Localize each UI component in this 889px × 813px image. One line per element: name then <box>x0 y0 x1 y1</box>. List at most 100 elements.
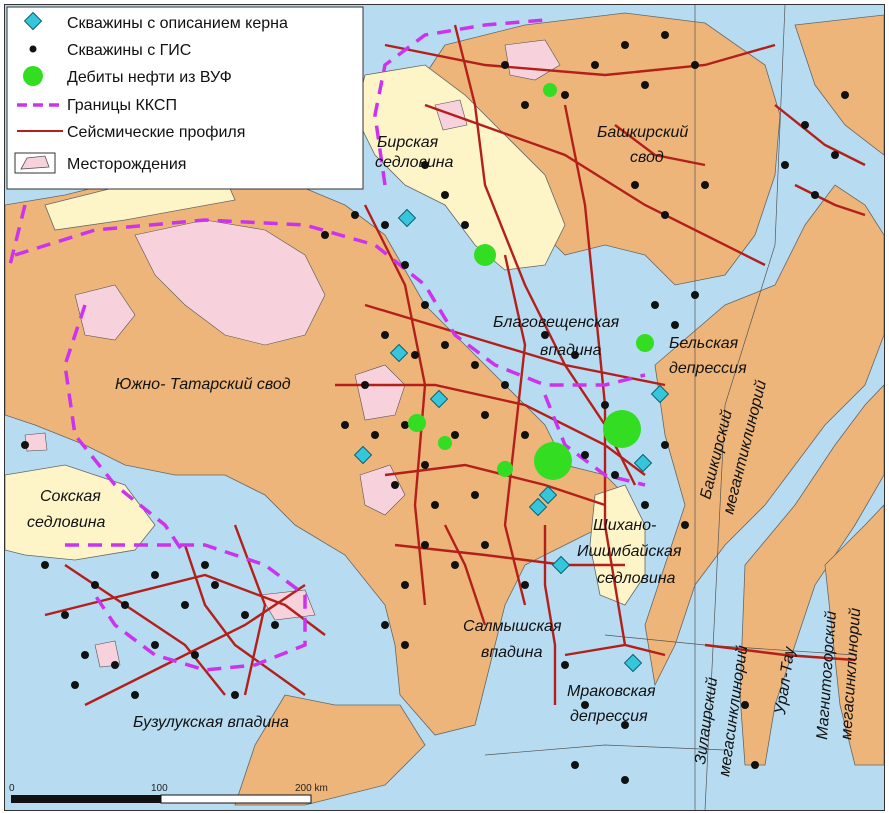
well-dot <box>401 261 409 269</box>
uraltau-belt-region <box>824 504 884 766</box>
profile-3 <box>424 103 766 267</box>
label-belsk-2: депрессия <box>669 360 747 377</box>
sok-saddle-region <box>5 464 156 561</box>
well-dot <box>521 101 529 109</box>
well-dot <box>131 691 139 699</box>
well-dot <box>561 661 569 669</box>
well-dot <box>521 581 529 589</box>
well-dot <box>601 401 609 409</box>
well-dot <box>831 151 839 159</box>
profile-17 <box>794 183 866 217</box>
core-diamond <box>429 389 449 409</box>
label-bashkir-arch-1: Башкирский <box>597 124 688 141</box>
well-dot <box>451 561 459 569</box>
profile-20 <box>704 643 856 662</box>
field-sw-1 <box>94 640 121 668</box>
well-dot <box>781 161 789 169</box>
boundary-east <box>543 394 646 487</box>
field-tatar-main <box>134 219 326 346</box>
core-diamond <box>389 343 409 363</box>
well-dot <box>61 611 69 619</box>
well-dot <box>421 541 429 549</box>
well-dot <box>651 301 659 309</box>
saddle-regions <box>5 64 646 606</box>
well-dot <box>741 701 749 709</box>
boundary-west <box>63 304 187 556</box>
well-dot <box>631 181 639 189</box>
oil-yield-circle <box>497 461 513 477</box>
core-diamond <box>397 208 417 228</box>
well-dot <box>661 31 669 39</box>
legend-label-oil: Дебиты нефти из ВУФ <box>67 69 232 86</box>
well-dot <box>471 361 479 369</box>
label-mrakov-1: Мраковская <box>567 683 656 700</box>
well-dot <box>401 641 409 649</box>
well-dot <box>801 121 809 129</box>
well-dot <box>421 161 429 169</box>
label-salmysh-2: впадина <box>481 644 543 661</box>
well-dot <box>121 601 129 609</box>
well-dot <box>211 581 219 589</box>
core-diamond <box>650 384 670 404</box>
well-dot <box>641 501 649 509</box>
well-dot <box>461 221 469 229</box>
well-dot <box>181 601 189 609</box>
label-sok-saddle-2: седловина <box>27 514 106 531</box>
core-diamond <box>353 445 373 465</box>
well-dot <box>501 61 509 69</box>
well-dot <box>691 61 699 69</box>
oil-fields <box>24 39 561 668</box>
well-dot <box>381 331 389 339</box>
oil-yield-circle <box>636 334 654 352</box>
well-dot <box>381 621 389 629</box>
label-buzuluk: Бузулукская впадина <box>133 714 289 731</box>
profile-15 <box>233 524 267 696</box>
well-dot <box>71 681 79 689</box>
legend-box <box>6 6 364 190</box>
southern-region <box>234 694 426 806</box>
well-dot <box>561 91 569 99</box>
well-dot <box>231 691 239 699</box>
core-wells <box>353 208 670 673</box>
core-diamond <box>528 497 548 517</box>
well-dot <box>191 651 199 659</box>
well-dot <box>341 421 349 429</box>
map-frame: Бирская седловина Башкирский свод Благов… <box>4 4 885 811</box>
label-birsk-saddle-1: Бирская <box>377 134 439 151</box>
legend-oil-circle-icon <box>23 66 43 86</box>
shikhan-saddle-region <box>589 484 646 606</box>
outline-2 <box>704 5 786 810</box>
label-south-tatar-arch: Южно- Татарский свод <box>115 376 291 393</box>
well-dot <box>271 621 279 629</box>
label-sok-saddle-1: Сокская <box>40 488 101 505</box>
profile-14 <box>84 584 306 707</box>
well-dot <box>481 541 489 549</box>
scale-tick-200: 200 km <box>295 783 328 794</box>
field-west-1 <box>24 432 48 452</box>
profile-22 <box>543 525 557 705</box>
profile-21 <box>443 524 487 626</box>
well-dot <box>421 461 429 469</box>
label-belsk-1: Бельская <box>669 335 739 352</box>
uplift-regions <box>5 12 884 806</box>
profile-19 <box>564 643 666 657</box>
well-dot <box>701 181 709 189</box>
field-south-2 <box>259 589 316 621</box>
well-dot <box>501 381 509 389</box>
oil-yield-circle <box>603 410 641 448</box>
profile-16 <box>774 104 866 167</box>
profile-9 <box>503 254 527 606</box>
profile-13 <box>183 544 306 696</box>
well-dot <box>581 451 589 459</box>
scale-bar-black <box>11 795 161 803</box>
well-dot <box>41 561 49 569</box>
legend-label-core: Скважины с описанием керна <box>67 15 288 32</box>
legend-field-shape-icon <box>20 155 50 170</box>
label-bashkir-arch-2: свод <box>630 149 664 166</box>
oil-yield-circle <box>543 83 557 97</box>
well-dot <box>321 231 329 239</box>
oil-yield-circle <box>534 442 572 480</box>
label-salmysh-1: Салмышская <box>463 618 562 635</box>
well-dot <box>81 651 89 659</box>
oil-yield-circle <box>474 244 496 266</box>
